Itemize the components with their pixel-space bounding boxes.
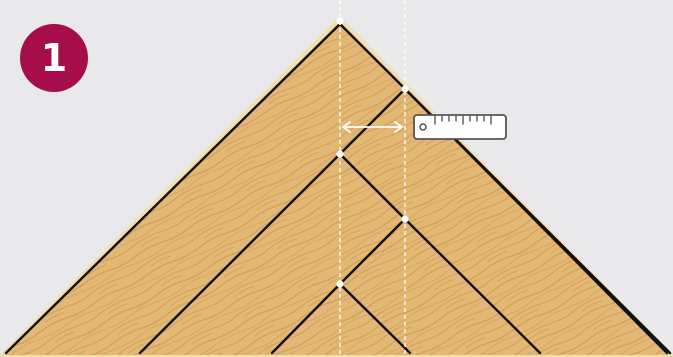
corner-dot (336, 150, 343, 157)
corner-dot (401, 85, 408, 92)
corner-dot (401, 215, 408, 222)
corner-dot (336, 17, 343, 24)
corner-dot (336, 280, 343, 287)
step-number-badge: 1 (20, 24, 88, 92)
wood-floor-area (0, 19, 673, 357)
ruler-icon (414, 115, 506, 139)
